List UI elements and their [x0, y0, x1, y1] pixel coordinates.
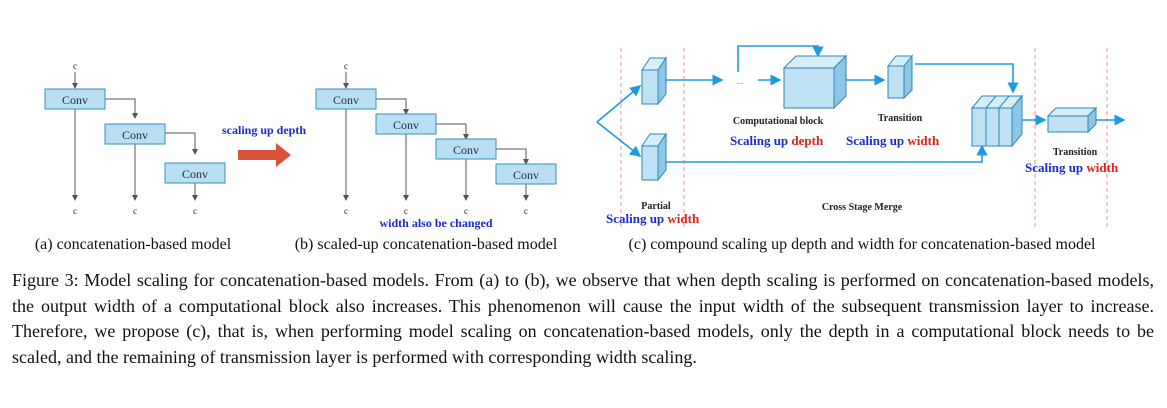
c-label: c	[344, 61, 348, 71]
c-label: c	[344, 206, 348, 216]
c-label: c	[73, 206, 77, 216]
scaling-depth-caption: Scaling up depth	[730, 133, 824, 148]
subcaption-a: (a) concatenation-based model	[35, 236, 232, 253]
scaling-width-caption-partial: Scaling up width	[606, 211, 700, 226]
cuboid-partial-bottom	[641, 132, 667, 182]
conv-box-b2	[375, 113, 437, 135]
c-label: c	[524, 206, 528, 216]
cuboid-transition-mid	[886, 54, 914, 100]
c-label: c	[73, 61, 77, 71]
transition-label-mid: Transition	[878, 113, 923, 124]
c-label: c	[464, 206, 468, 216]
conv-label: Conv	[333, 93, 359, 107]
figure-caption: Figure 3: Model scaling for concatenatio…	[12, 270, 1154, 367]
scaling-width-caption-final: Scaling up width	[1025, 160, 1119, 175]
c-label: c	[133, 206, 137, 216]
conv-label: Conv	[62, 93, 88, 107]
partial-label: Partial	[641, 201, 671, 212]
ellipsis-label: ...	[737, 76, 744, 86]
conv-box-b4	[495, 163, 557, 185]
conv-label: Conv	[453, 143, 479, 157]
conv-label: Conv	[513, 168, 539, 182]
conv-box-a3	[164, 162, 226, 184]
panel-c-flows	[596, 45, 1126, 163]
c-label: c	[193, 206, 197, 216]
cuboid-merge	[970, 94, 1024, 148]
cuboid-computational-block	[782, 54, 848, 110]
conv-label: Conv	[122, 128, 148, 142]
subcaption-b: (b) scaled-up concatenation-based model	[295, 236, 558, 253]
conv-box-a1	[44, 88, 106, 110]
panel-c-dashed-lines	[620, 48, 1108, 228]
computational-block-label: Computational block	[733, 116, 824, 127]
panel-a	[72, 72, 198, 201]
panel-b	[343, 72, 529, 201]
conv-box-b3	[435, 138, 497, 160]
transition-label-final: Transition	[1053, 147, 1098, 158]
conv-box-a2	[104, 123, 166, 145]
width-changed-note: width also be changed	[379, 216, 492, 230]
conv-box-b1	[315, 88, 377, 110]
cuboid-transition-final	[1046, 106, 1098, 134]
subcaption-c: (c) compound scaling up depth and width …	[629, 236, 1097, 253]
scaling-width-caption-mid: Scaling up width	[846, 133, 940, 148]
figure-diagram: Conv Conv Conv c c c c scaling up depth …	[35, 45, 1126, 253]
conv-label: Conv	[182, 167, 208, 181]
red-arrow-icon	[238, 143, 291, 167]
scaling-up-depth-label: scaling up depth	[222, 123, 306, 137]
c-label: c	[404, 206, 408, 216]
cuboid-partial-top	[641, 56, 667, 106]
conv-label: Conv	[393, 118, 419, 132]
cross-stage-merge-label: Cross Stage Merge	[822, 202, 903, 213]
